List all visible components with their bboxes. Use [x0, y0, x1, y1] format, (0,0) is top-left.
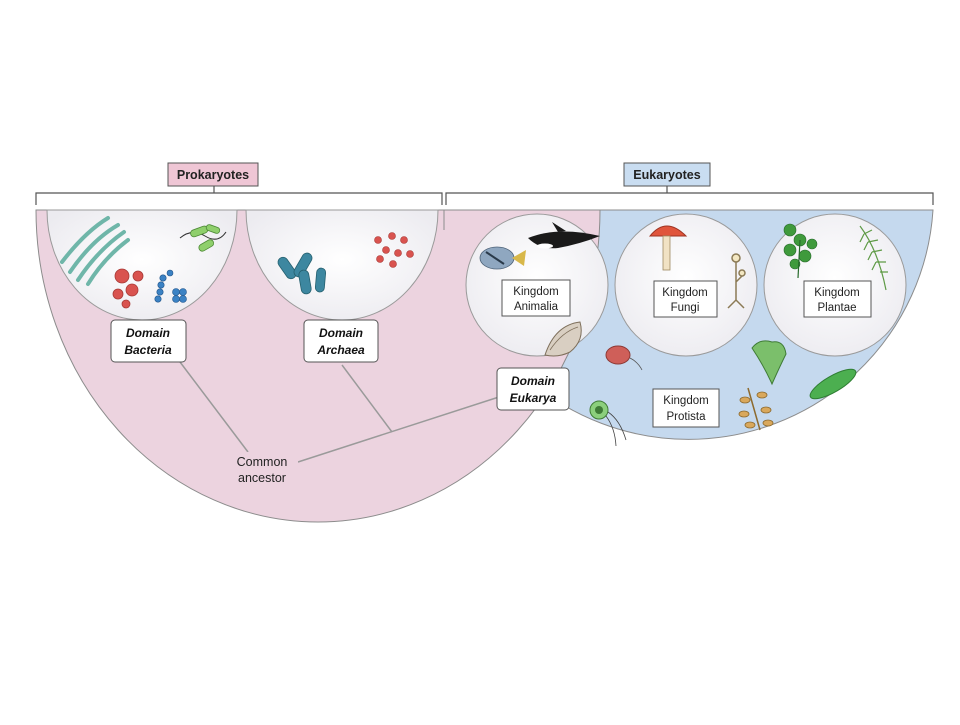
rod-archaea-icon — [277, 252, 327, 295]
common-ancestor-line2: ancestor — [238, 471, 286, 485]
kingdom-plantae-label: Kingdom Plantae — [803, 280, 872, 318]
domain-bacteria-label: Domain Bacteria — [110, 319, 187, 363]
domain-eukarya-line1: Domain — [511, 374, 555, 388]
prokaryotes-label: Prokaryotes — [177, 168, 249, 182]
orca-icon — [528, 222, 600, 249]
clam-icon — [544, 321, 582, 357]
kingdom-fungi-line2: Fungi — [671, 302, 700, 314]
protist-organisms — [589, 340, 857, 447]
domain-eukarya-line2: Eukarya — [510, 391, 557, 405]
phylogeny-lines — [179, 361, 503, 463]
filamentous-bacteria-icon — [60, 216, 130, 286]
kingdom-animalia-label: Kingdom Animalia — [501, 279, 571, 317]
archaea-circle — [245, 209, 439, 321]
domain-eukarya-label: Domain Eukarya — [496, 367, 570, 411]
diatom-icon — [605, 345, 643, 371]
kingdom-protista-label: Kingdom Protista — [652, 388, 720, 428]
common-ancestor-label: Common ancestor — [226, 452, 298, 488]
common-ancestor-line1: Common — [237, 455, 288, 469]
seaweed-icon — [738, 387, 774, 431]
domain-archaea-line2: Archaea — [316, 343, 365, 357]
kelp-icon — [751, 340, 787, 386]
kingdom-animalia-line2: Animalia — [514, 301, 559, 313]
prokaryotes-bracket — [35, 192, 443, 205]
fern-icon — [859, 225, 888, 291]
mushroom-icon — [648, 225, 688, 271]
kingdom-plantae-line1: Kingdom — [814, 287, 859, 299]
spiral-bacteria-icon — [179, 224, 227, 252]
euglena-icon — [809, 368, 857, 400]
red-cocci-icon — [374, 232, 414, 268]
red-bacteria-cluster-icon — [112, 268, 144, 309]
blue-cocci-icon — [154, 269, 187, 303]
eukaryotes-label-box — [623, 162, 711, 187]
kingdom-animalia-line1: Kingdom — [513, 286, 558, 298]
mold-icon — [727, 253, 746, 309]
kingdom-fungi-line1: Kingdom — [662, 287, 707, 299]
kingdom-protista-line1: Kingdom — [663, 395, 708, 407]
eukaryotes-bracket — [445, 192, 934, 205]
prokaryotes-label-box — [167, 162, 259, 187]
domain-bacteria-line2: Bacteria — [124, 343, 172, 357]
kingdom-plantae-line2: Plantae — [817, 302, 856, 314]
domain-archaea-line1: Domain — [319, 326, 363, 340]
ciliate-icon — [589, 400, 627, 447]
fish-icon — [479, 246, 526, 270]
eukaryotes-label: Eukaryotes — [633, 168, 700, 182]
domain-bacteria-line1: Domain — [126, 326, 170, 340]
plant-leaves-icon — [783, 223, 818, 279]
kingdom-protista-line2: Protista — [667, 411, 707, 423]
domain-archaea-label: Domain Archaea — [303, 319, 379, 363]
kingdom-fungi-label: Kingdom Fungi — [653, 280, 718, 318]
